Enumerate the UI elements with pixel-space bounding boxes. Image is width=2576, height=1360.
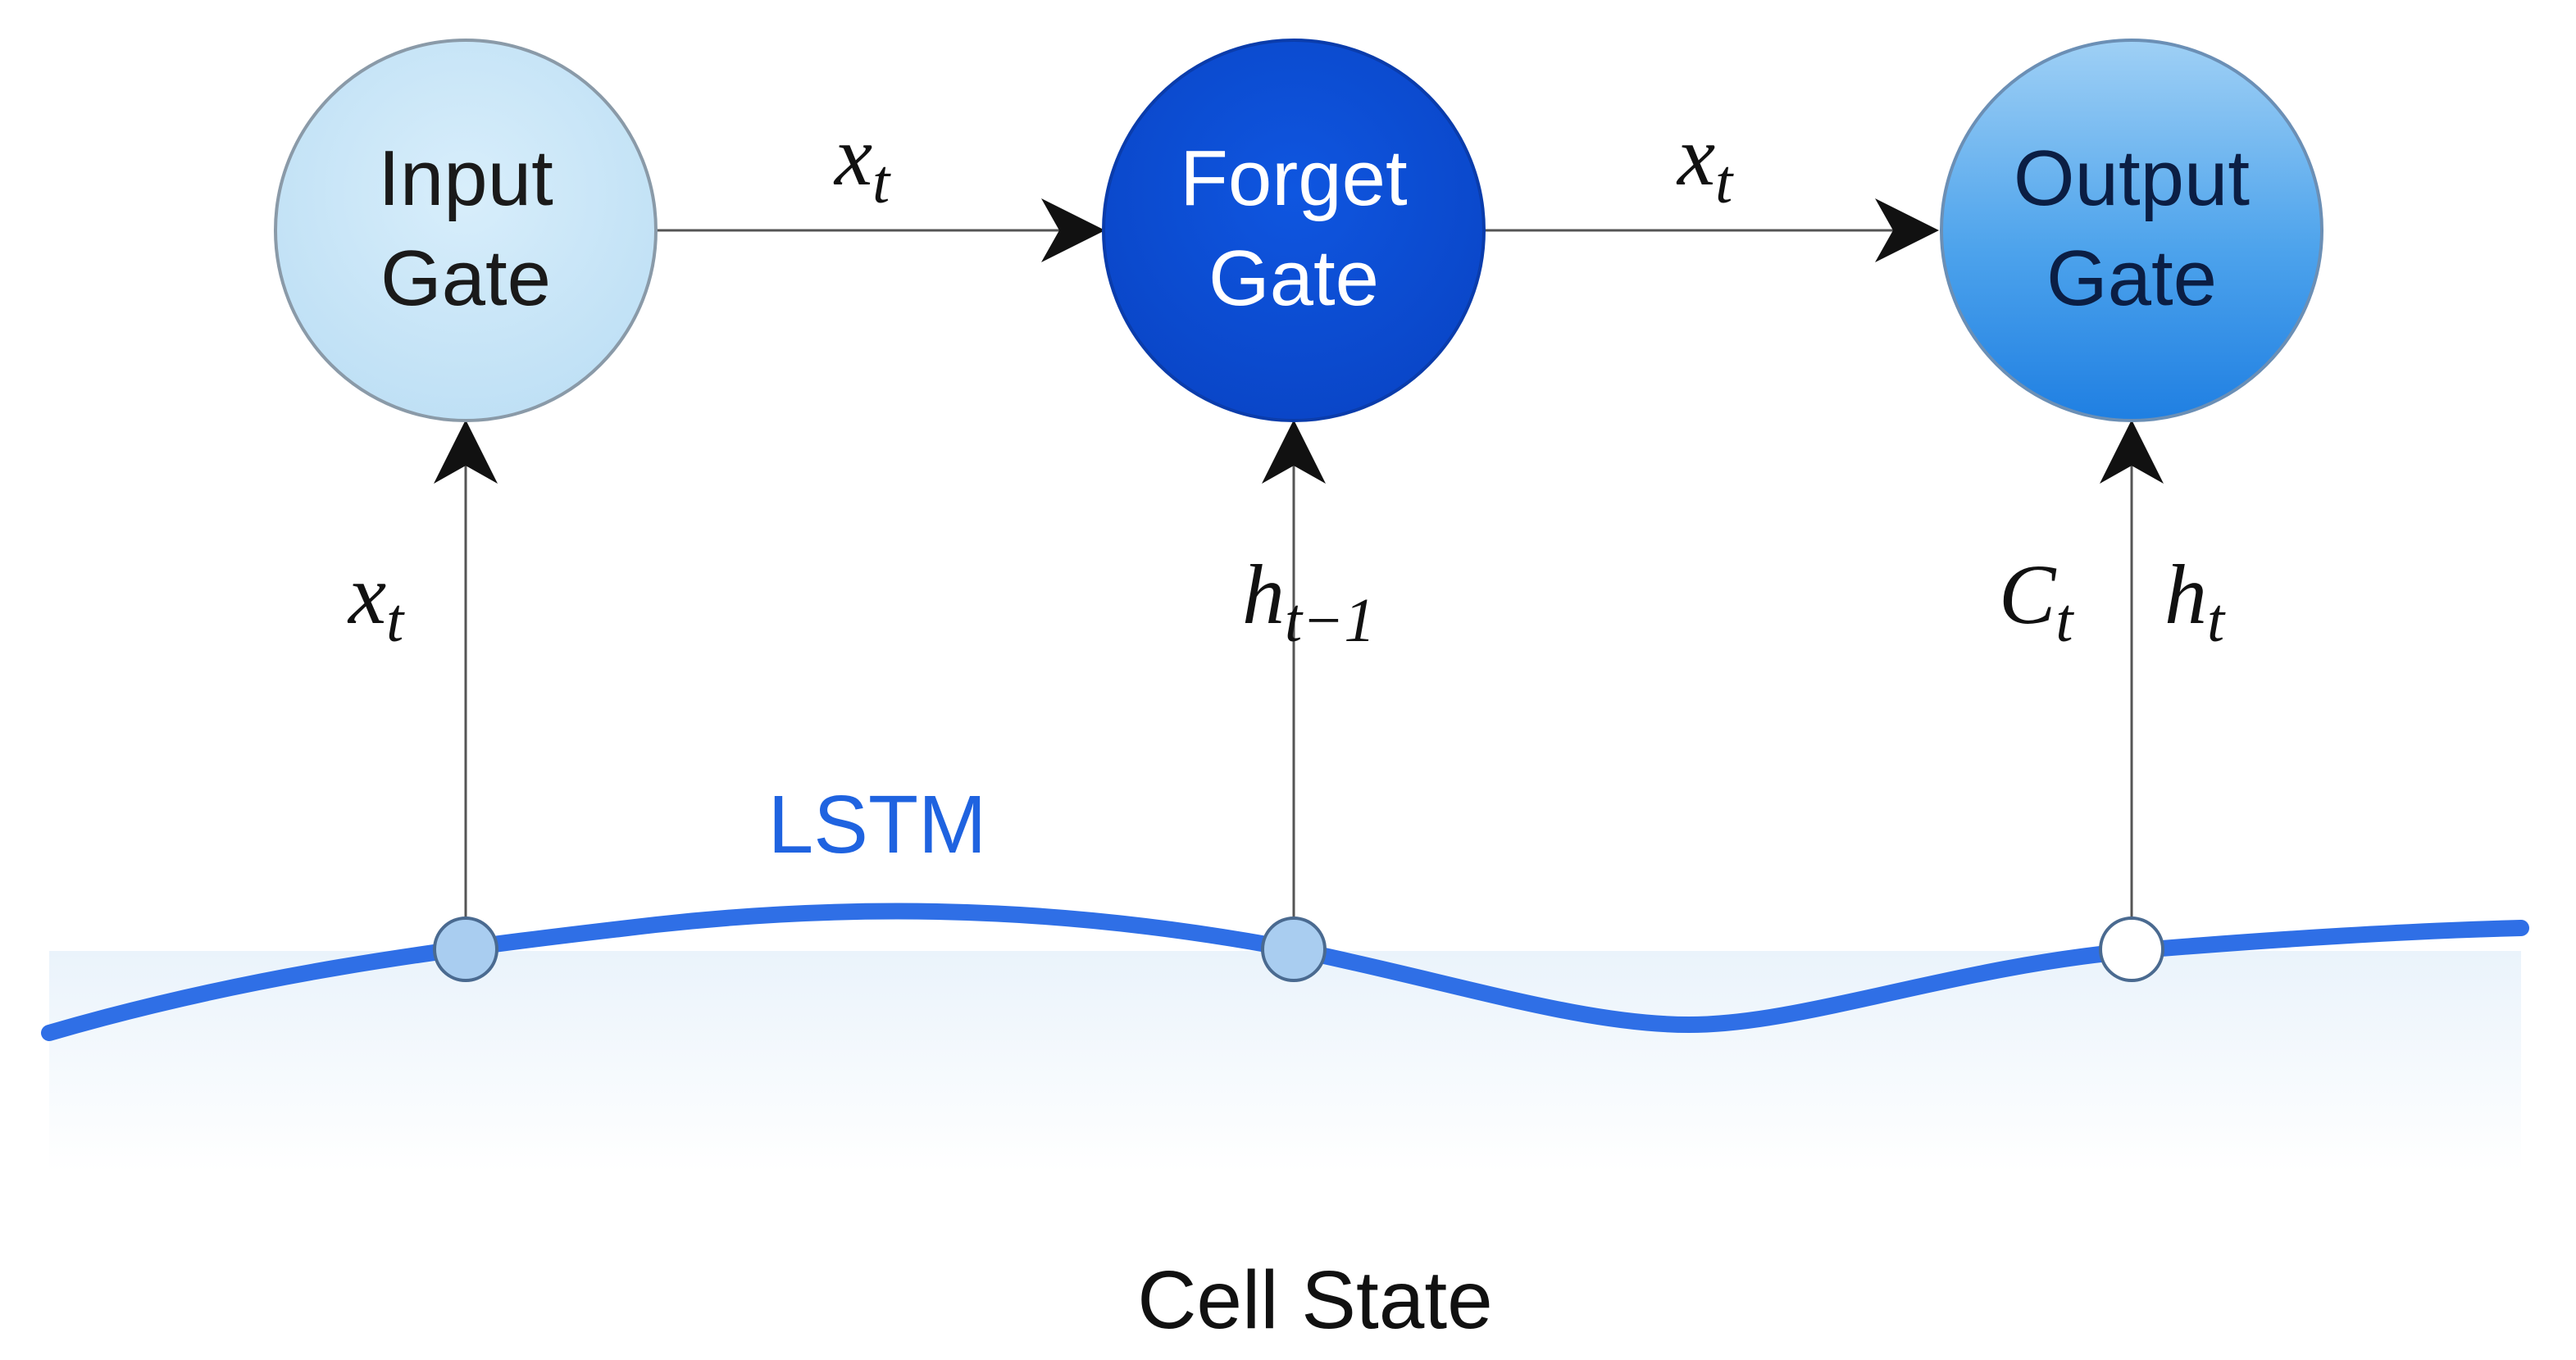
label-cell-to-input: xt [347, 548, 405, 655]
output-gate: Output Gate [1940, 39, 2323, 422]
arrowhead-input-to-forget [1041, 198, 1105, 262]
output-gate-line2: Gate [2046, 234, 2217, 322]
arrowhead-cell-to-output [2100, 420, 2164, 484]
label-forget-to-output: xt [1676, 109, 1734, 216]
arrowhead-cell-to-input [434, 420, 498, 484]
input-gate-circle [274, 39, 658, 422]
input-gate: Input Gate [274, 39, 658, 422]
arrowhead-cell-to-forget [1262, 420, 1326, 484]
input-gate-line2: Gate [380, 234, 551, 322]
input-gate-line1: Input [378, 134, 553, 222]
label-cell-to-output-left: Ct [1999, 548, 2074, 655]
label-cell-to-output-right: ht [2164, 548, 2226, 655]
label-input-to-forget: xt [833, 109, 891, 216]
output-gate-line1: Output [2014, 134, 2250, 222]
arrowhead-forget-to-output [1875, 198, 1939, 262]
forget-gate: Forget Gate [1102, 39, 1486, 422]
lstm-label: LSTM [768, 779, 987, 871]
forget-gate-circle [1102, 39, 1486, 422]
node-forget-junction [1261, 917, 1327, 982]
node-output-junction [2099, 917, 2164, 982]
label-cell-to-forget: ht−1 [1242, 548, 1375, 655]
cell-state-label: Cell State [1137, 1254, 1493, 1346]
forget-gate-line1: Forget [1180, 134, 1407, 222]
forget-gate-line2: Gate [1208, 234, 1379, 322]
node-input-junction [433, 917, 498, 982]
cell-state-band [49, 951, 2521, 1172]
output-gate-circle [1940, 39, 2323, 422]
